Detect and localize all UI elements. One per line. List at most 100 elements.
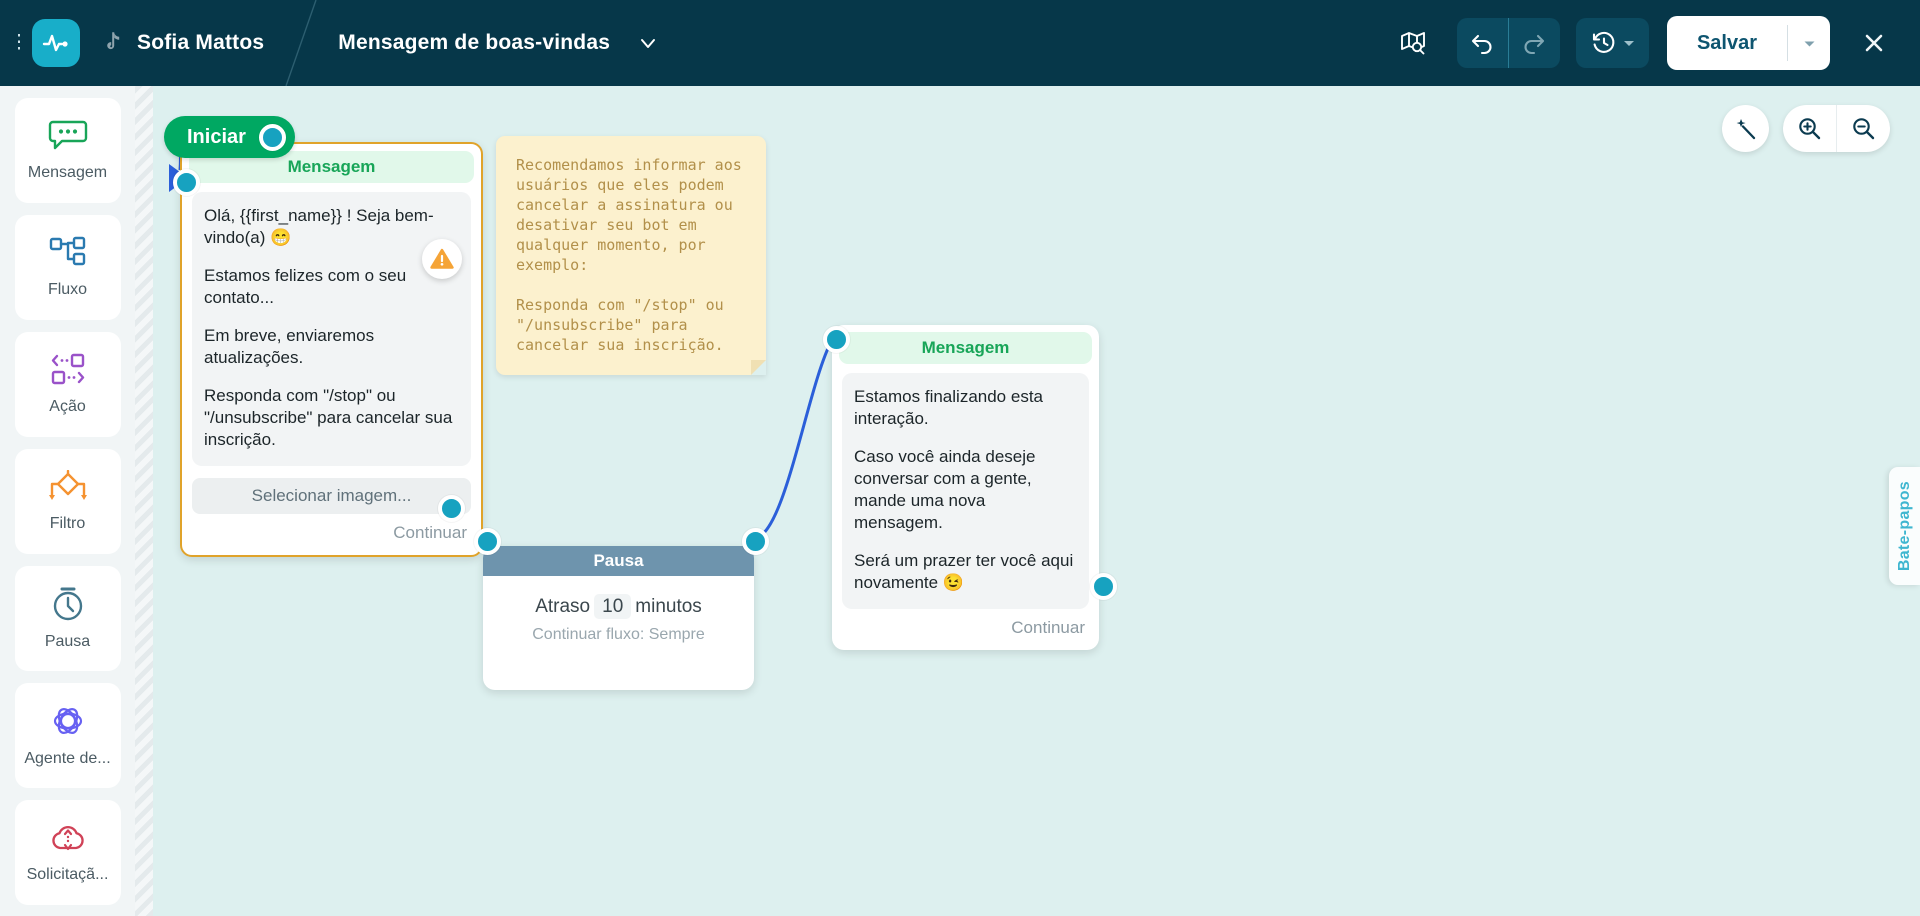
node-title: Mensagem [287, 157, 376, 176]
cloud-request-icon [48, 821, 88, 860]
continue-label: Continuar [1011, 618, 1085, 637]
node-title: Mensagem [921, 338, 1010, 357]
chat-drawer-label: Bate-papos [1895, 480, 1913, 572]
message-paragraph: Caso você ainda deseje conversar com a g… [854, 447, 1036, 532]
note-paragraph: Responda com "/stop" ou "/unsubscribe" p… [516, 296, 724, 354]
chat-bubble-icon [48, 119, 88, 158]
output-port-icon[interactable] [258, 123, 286, 151]
pause-flow-rule: Continuar fluxo: Sempre [532, 626, 705, 643]
note-card[interactable]: Recomendamos informar aos usuários que e… [496, 136, 766, 375]
caret-down-icon [1623, 41, 1634, 46]
breadcrumb-account[interactable]: Sofia Mattos [80, 29, 282, 57]
zoom-controls [1783, 105, 1890, 152]
header-actions: Salvar [1391, 16, 1920, 70]
account-name: Sofia Mattos [137, 31, 265, 54]
sidebar-item-filtro[interactable]: Filtro [14, 449, 121, 554]
message-paragraph: Estamos felizes com o seu contato... [204, 266, 407, 307]
select-image-button[interactable]: Selecionar imagem... [192, 478, 471, 514]
message-paragraph: Estamos finalizando esta interação. [854, 387, 1043, 428]
version-history-button[interactable] [1575, 18, 1649, 68]
sidebar-item-label: Fluxo [47, 281, 88, 298]
continue-row: Continuar [182, 514, 481, 555]
pause-delay-label: Atraso [535, 596, 591, 617]
tiktok-icon [98, 29, 126, 57]
input-port-icon[interactable] [823, 326, 850, 353]
history-clock-icon [1592, 31, 1615, 53]
close-x-icon[interactable] [1850, 19, 1898, 67]
output-port-icon[interactable] [438, 495, 465, 522]
undo-arrow-icon[interactable] [1457, 18, 1508, 68]
save-divider [1787, 25, 1788, 61]
map-search-icon[interactable] [1391, 21, 1435, 65]
continue-label: Continuar [393, 523, 467, 542]
sidebar-item-label: Agente de... [24, 750, 111, 767]
page-title: Mensagem de boas-vindas [338, 31, 611, 54]
sidebar-item-agente-de-ia[interactable]: Agente de... [14, 683, 121, 788]
pause-delay-unit: minutos [635, 596, 702, 617]
canvas-tools [1722, 105, 1890, 152]
message-paragraph: Responda com "/stop" ou "/unsubscribe" p… [204, 386, 453, 449]
input-port-icon[interactable] [173, 169, 200, 196]
chat-drawer-tab[interactable]: Bate-papos [1889, 467, 1920, 585]
zoom-in-icon[interactable] [1783, 105, 1836, 152]
sidebar-item-pausa[interactable]: Pausa [14, 566, 121, 671]
redo-arrow-icon[interactable] [1509, 18, 1560, 68]
message-node[interactable]: Mensagem Estamos finalizando esta intera… [832, 325, 1099, 650]
canvas-edge-stripes [135, 86, 153, 916]
action-arrows-icon [48, 353, 88, 392]
ai-agent-atom-icon [48, 703, 88, 744]
breadcrumb-separator [282, 0, 320, 86]
message-text-bubble[interactable]: Estamos finalizando esta interação. Caso… [842, 373, 1089, 609]
sidebar-item-label: Pausa [44, 633, 91, 650]
sidebar-item-label: Filtro [49, 515, 86, 532]
zoom-divider [1836, 105, 1837, 152]
flow-tree-icon [48, 236, 88, 275]
output-port-icon[interactable] [1090, 573, 1117, 600]
message-node[interactable]: Mensagem Olá, {{first_name}} ! Seja bem-… [180, 142, 483, 557]
node-palette-sidebar: Mensagem Fluxo [0, 86, 135, 916]
output-port-icon[interactable] [742, 528, 769, 555]
chevron-down-icon[interactable] [637, 32, 659, 54]
breadcrumb-flow-title[interactable]: Mensagem de boas-vindas [320, 31, 677, 55]
save-button[interactable]: Salvar [1696, 31, 1757, 54]
input-port-icon[interactable] [474, 528, 501, 555]
drag-dots-icon[interactable]: ⋮ [9, 32, 29, 53]
node-title: Pausa [593, 551, 644, 570]
zoom-out-icon[interactable] [1837, 105, 1890, 152]
flow-canvas[interactable]: Iniciar Mensagem Olá, {{first_name}} ! S… [135, 86, 1920, 916]
note-fold-corner [751, 360, 766, 375]
sidebar-item-label: Solicitaçã... [26, 866, 109, 883]
sidebar-item-solicitacao[interactable]: Solicitaçã... [14, 800, 121, 905]
note-paragraph: Recomendamos informar aos usuários que e… [516, 156, 742, 274]
toolbar-divider [1507, 18, 1509, 68]
app-header: ⋮ Sofia Mattos Mensagem de boas-vindas [0, 0, 1920, 86]
pause-delay-value[interactable]: 10 [594, 594, 632, 619]
filter-diamond-icon [47, 469, 89, 509]
undo-redo-group [1456, 18, 1560, 68]
save-options-caret-icon[interactable] [1788, 16, 1830, 70]
stopwatch-icon [49, 586, 87, 627]
magic-wand-icon [1736, 118, 1755, 139]
node-header: Pausa [483, 546, 754, 576]
auto-layout-button[interactable] [1722, 105, 1769, 152]
sidebar-item-label: Ação [49, 398, 86, 415]
pulse-logo-icon[interactable] [32, 19, 80, 67]
start-node-label: Iniciar [187, 125, 246, 148]
sidebar-item-label: Mensagem [27, 164, 108, 181]
message-text-bubble[interactable]: Olá, {{first_name}} ! Seja bem-vindo(a) … [192, 192, 471, 466]
continue-row: Continuar [832, 609, 1099, 650]
warning-badge[interactable] [422, 239, 462, 279]
sidebar-item-mensagem[interactable]: Mensagem [14, 98, 121, 203]
save-group: Salvar [1666, 16, 1830, 70]
message-paragraph: Em breve, enviaremos atualizações. [204, 326, 375, 367]
message-paragraph: Olá, {{first_name}} ! Seja bem-vindo(a) … [204, 206, 434, 247]
warning-triangle-icon [430, 248, 454, 269]
sidebar-item-fluxo[interactable]: Fluxo [14, 215, 121, 320]
message-paragraph: Será um prazer ter você aqui novamente 😉 [854, 551, 1074, 592]
start-node[interactable]: Iniciar [164, 116, 295, 158]
sidebar-item-acao[interactable]: Ação [14, 332, 121, 437]
